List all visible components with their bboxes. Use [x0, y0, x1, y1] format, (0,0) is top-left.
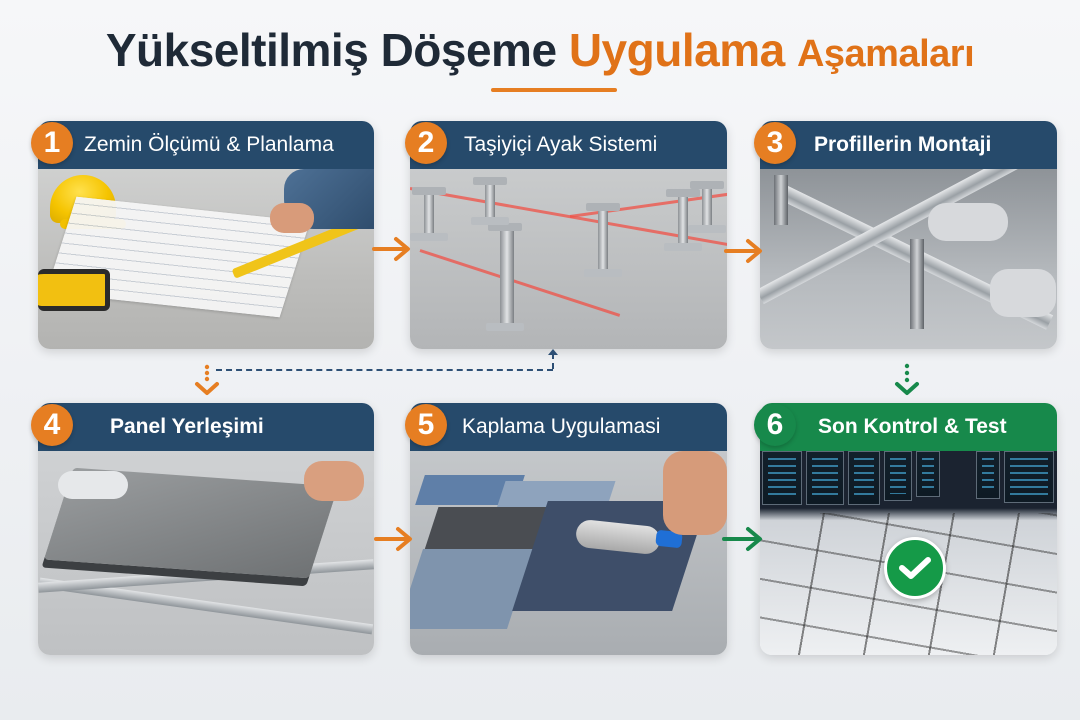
title-underline [491, 88, 617, 92]
step-card-2: Taşiyiçi Ayak Sistemi [410, 121, 727, 349]
step-header: Profillerin Montaji [760, 121, 1057, 169]
step-card-6: Son Kontrol & Test [760, 403, 1057, 655]
pedestal-support-system-photo [410, 169, 727, 349]
pedestal-leg [774, 175, 788, 225]
server-rack [848, 451, 880, 505]
step-badge-2: 2 [405, 122, 447, 164]
step-card-3: Profillerin Montaji [760, 121, 1057, 349]
pedestal [410, 187, 448, 241]
arrow-up-icon [548, 349, 558, 355]
panel-placement-photo [38, 451, 374, 655]
step-label: Zemin Ölçümü & Planlama [84, 133, 334, 156]
pedestal [486, 223, 524, 331]
title-part-dark: Yükseltilmiş Döşeme [105, 24, 557, 76]
page-title: Yükseltilmiş Döşeme Uygulama Aşamaları [0, 22, 1080, 82]
laser-line [419, 249, 621, 317]
worker-hand [304, 461, 364, 501]
dashed-connector [216, 369, 553, 371]
pedestal-leg [910, 239, 924, 329]
arrow-down-icon [195, 364, 219, 395]
step-header: Son Kontrol & Test [760, 403, 1057, 451]
pedestal [688, 181, 726, 233]
title-part-accent-small: Aşamaları [796, 33, 975, 75]
step-badge-1: 1 [31, 122, 73, 164]
step-label: Kaplama Uygulamasi [462, 415, 661, 438]
step-header: Panel Yerleşimi [38, 403, 374, 451]
server-rack [916, 451, 940, 497]
final-inspection-server-room-photo [760, 451, 1057, 655]
step-card-1: Zemin Ölçümü & Planlama [38, 121, 374, 349]
laser-meter [38, 269, 110, 311]
arrow-right-icon [724, 239, 762, 263]
server-rack [884, 451, 912, 501]
covering-application-photo [410, 451, 727, 655]
server-rack [976, 451, 1000, 499]
step-badge-5: 5 [405, 404, 447, 446]
server-rack [806, 451, 844, 505]
check-circle-icon [884, 537, 946, 599]
server-rack [1004, 451, 1054, 503]
arrow-right-icon [374, 527, 412, 551]
step-badge-6: 6 [754, 404, 796, 446]
step-label: Son Kontrol & Test [818, 415, 1007, 438]
step-header: Kaplama Uygulamasi [410, 403, 727, 451]
step-label: Taşiyiçi Ayak Sistemi [464, 133, 658, 156]
gloved-hand [58, 471, 128, 499]
server-rack [762, 451, 802, 505]
profile-stringer-assembly-photo [760, 169, 1057, 349]
step-label: Profillerin Montaji [814, 133, 992, 156]
step-card-4: Panel Yerleşimi [38, 403, 374, 655]
arrow-down-icon [895, 363, 919, 395]
worker-hand [663, 451, 727, 535]
step-header: Taşiyiçi Ayak Sistemi [410, 121, 727, 169]
step-header: Zemin Ölçümü & Planlama [38, 121, 374, 169]
pedestal [471, 177, 509, 225]
dashed-connector [552, 353, 554, 369]
gloved-hand [928, 203, 1008, 241]
step-label: Panel Yerleşimi [110, 415, 264, 438]
arrow-right-icon [722, 527, 762, 551]
pedestal [584, 203, 622, 277]
pedestal [664, 189, 702, 251]
floor-measurement-planning-photo [38, 169, 374, 349]
worker-hand [270, 203, 314, 233]
carpet-tile [410, 549, 533, 629]
step-card-5: Kaplama Uygulamasi [410, 403, 727, 655]
arrow-right-icon [372, 237, 410, 261]
step-badge-3: 3 [754, 122, 796, 164]
step-badge-4: 4 [31, 404, 73, 446]
gloved-hand [990, 269, 1056, 317]
title-part-accent: Uygulama [568, 24, 785, 76]
